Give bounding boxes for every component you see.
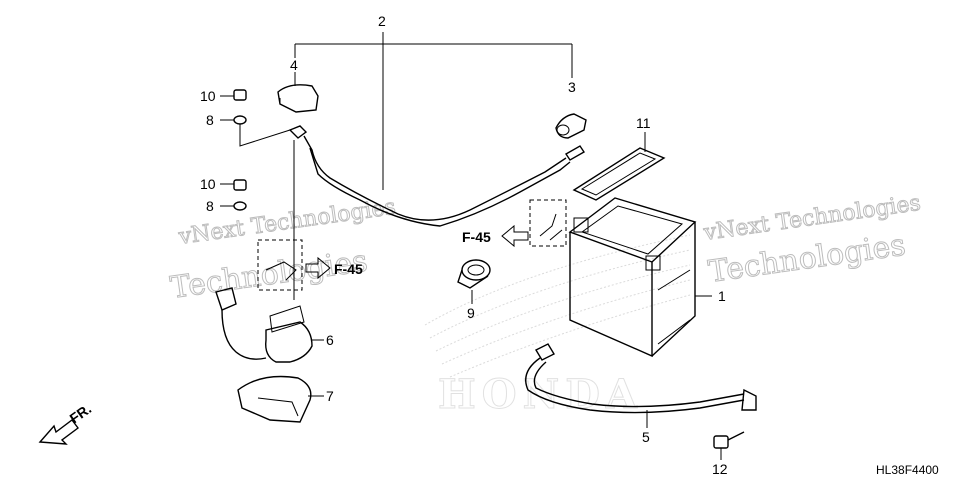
callout-6: 6 — [326, 332, 334, 348]
diagram-code: HL38F4400 — [876, 463, 939, 477]
starter-relay-part — [215, 287, 324, 363]
callout-1: 1 — [718, 288, 726, 304]
leader-upper — [239, 124, 291, 147]
callout-3: 3 — [568, 79, 576, 95]
front-direction-arrow: FR. — [38, 400, 95, 445]
battery-part — [568, 197, 712, 358]
ref-f45-left: F-45 — [334, 261, 363, 277]
terminal-cover-part — [277, 72, 319, 113]
ref-box-left — [257, 239, 331, 291]
washer-part-upper — [220, 115, 247, 125]
callout-bracket-2 — [294, 32, 573, 190]
callout-10-lower: 10 — [200, 176, 216, 192]
relay-cover-part — [237, 375, 324, 423]
ref-f45-right: F-45 — [462, 229, 491, 245]
callout-11: 11 — [636, 115, 651, 131]
callout-10-upper: 10 — [200, 88, 216, 104]
watermark-right: vNext Technologies Technologies — [701, 190, 923, 290]
callout-8-lower: 8 — [206, 198, 214, 214]
bolt-part — [713, 431, 745, 460]
nut-part-lower — [220, 179, 247, 191]
callout-5: 5 — [642, 429, 650, 445]
terminal-boot-part — [555, 113, 587, 139]
battery-strap-part — [572, 132, 666, 201]
honda-wing-logo: HONDA — [424, 234, 691, 419]
callout-8-upper: 8 — [206, 112, 214, 128]
ref-box-right — [501, 199, 567, 248]
callout-2: 2 — [378, 13, 386, 29]
nut-part-upper — [220, 89, 247, 101]
cable-clamp-part — [457, 259, 491, 304]
honda-logo-text: HONDA — [438, 371, 643, 418]
negative-cable-part — [525, 343, 757, 428]
watermark-left: vNext Technologies Technologies — [168, 194, 398, 306]
washer-part-lower — [220, 201, 247, 211]
positive-cable-part — [288, 125, 585, 227]
callout-9: 9 — [467, 305, 475, 321]
callout-12: 12 — [712, 461, 728, 477]
direction-label: FR. — [67, 400, 95, 426]
callout-4: 4 — [290, 57, 298, 73]
callout-7: 7 — [326, 388, 334, 404]
